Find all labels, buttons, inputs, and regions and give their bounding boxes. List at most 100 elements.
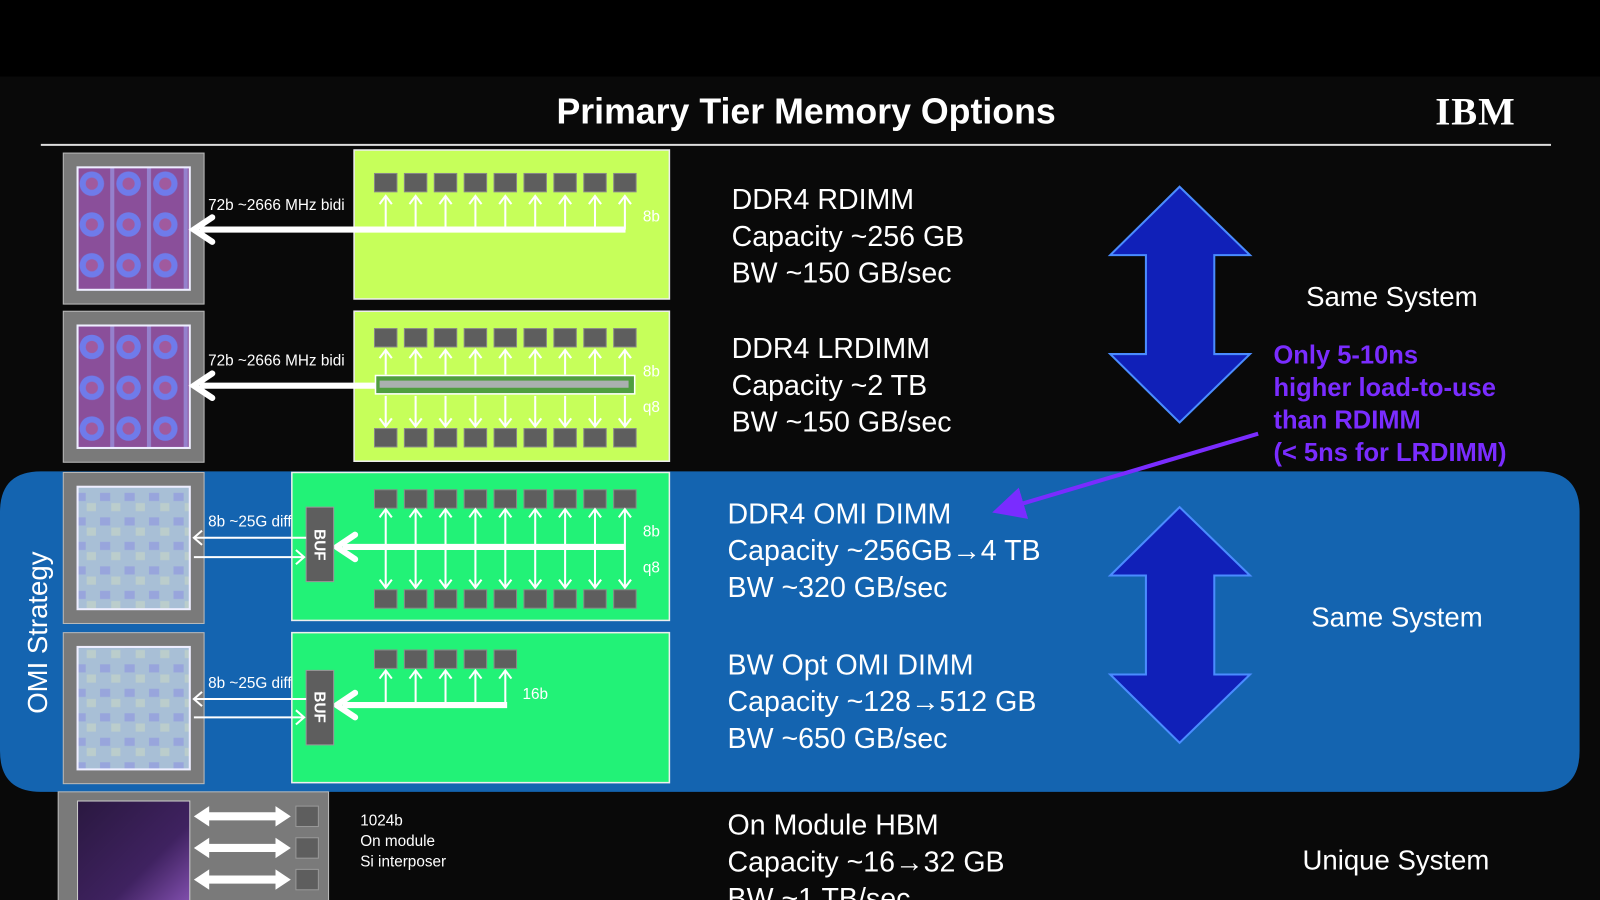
processor-die — [76, 166, 191, 291]
omi-dimm-capacity: Capacity ~256GB→4 TB — [728, 535, 1041, 567]
arrowhead-icon — [558, 417, 573, 429]
arrowhead-icon — [438, 507, 453, 518]
lrdimm-name: DDR4 LRDIMM — [732, 333, 930, 365]
arrowhead-icon — [558, 194, 573, 205]
dram-chip — [493, 649, 518, 669]
bus-arrow-icon — [331, 531, 359, 563]
dram-chip — [403, 489, 428, 509]
dram-chip — [493, 428, 518, 448]
note-line: than RDIMM — [1273, 407, 1420, 435]
dram-chip — [373, 489, 398, 509]
arrowhead-icon — [438, 194, 453, 205]
arrowhead-icon — [468, 194, 483, 205]
dram-chip — [403, 649, 428, 669]
arrowhead-icon — [588, 348, 602, 359]
dram-chip — [403, 328, 428, 348]
arrowhead-icon — [558, 507, 573, 518]
omi-dimm-name: DDR4 OMI DIMM — [728, 498, 952, 530]
buf-label: BUF — [310, 529, 327, 560]
processor-die — [76, 645, 191, 771]
dram-chip — [463, 649, 488, 669]
arrowhead-icon — [498, 668, 513, 680]
lrdimm-buffer-core — [379, 380, 629, 388]
arrowhead-icon — [528, 417, 543, 429]
rdimm-link-label: 72b ~2666 MHz bidi — [208, 197, 345, 214]
dram-chip — [433, 172, 458, 193]
dram-chip — [493, 328, 518, 348]
hbm-link-line: Si interposer — [360, 853, 446, 870]
arrowhead-icon — [528, 578, 543, 590]
arrowhead-icon — [588, 578, 602, 590]
dram-chip — [493, 589, 518, 609]
dram-chip — [463, 589, 488, 609]
dram-chip — [463, 328, 488, 348]
latency-note: Only 5-10ns higher load-to-use than RDIM… — [1273, 341, 1506, 467]
arrowhead-icon — [192, 529, 203, 546]
buf-label: BUF — [310, 691, 327, 722]
bidirectional-arrow-icon — [193, 837, 291, 859]
dram-chip — [463, 489, 488, 509]
hbm-stack — [295, 805, 319, 828]
arrowhead-icon — [498, 348, 513, 359]
dram-chip — [583, 428, 607, 448]
arrowhead-icon — [617, 507, 632, 518]
group-label-same-system-1: Same System — [1306, 281, 1477, 312]
dram-chip — [373, 172, 398, 193]
bwopt-link-label: 8b ~25G diff — [208, 675, 292, 692]
dram-chip — [553, 428, 577, 448]
omi-width-2: q8 — [643, 559, 660, 576]
dram-chip — [613, 328, 637, 348]
rdimm-name: DDR4 RDIMM — [732, 184, 914, 216]
arrowhead-icon — [468, 417, 483, 429]
dram-chip — [373, 328, 398, 348]
rdimm-bw: BW ~150 GB/sec — [732, 258, 952, 290]
dram-chip — [433, 428, 458, 448]
dimm-board — [353, 149, 671, 300]
arrowhead-icon — [378, 194, 393, 205]
note-line: higher load-to-use — [1273, 374, 1495, 402]
arrowhead-icon — [468, 348, 483, 359]
bidirectional-arrow-icon — [193, 806, 291, 827]
buffer-chip — [305, 506, 335, 583]
dram-chip — [493, 489, 518, 509]
arrowhead-icon — [498, 417, 513, 429]
bwopt-width: 16b — [522, 686, 548, 703]
arrowhead-icon — [438, 668, 453, 680]
arrowhead-icon — [498, 507, 513, 518]
arrowhead-icon — [468, 507, 483, 518]
hbm-link-line: On module — [360, 833, 435, 850]
dram-chip — [523, 489, 547, 509]
arrowhead-icon — [528, 194, 543, 205]
arrowhead-icon — [498, 578, 513, 590]
arrowhead-icon — [617, 194, 632, 205]
group-label-same-system-2: Same System — [1311, 602, 1482, 633]
hbm-capacity: Capacity ~16→32 GB — [728, 846, 1005, 878]
hbm-name: On Module HBM — [728, 810, 939, 842]
arrowhead-icon — [588, 194, 602, 205]
hbm-bw: BW ~1 TB/sec — [728, 883, 911, 900]
arrowhead-icon — [468, 578, 483, 590]
double-arrow-icon — [1107, 505, 1253, 745]
arrowhead-icon — [408, 417, 423, 429]
hbm-stack — [295, 868, 319, 891]
dram-chip — [403, 172, 428, 193]
buffer-chip — [305, 669, 335, 746]
arrowhead-icon — [558, 578, 573, 590]
arrowhead-icon — [588, 507, 602, 518]
omi-width: 8b — [643, 524, 660, 541]
dram-chip — [613, 428, 637, 448]
arrowhead-icon — [378, 417, 393, 429]
dram-chip — [613, 172, 637, 193]
arrowhead-icon — [408, 348, 423, 359]
arrowhead-icon — [558, 348, 573, 359]
dram-chip — [493, 172, 518, 193]
arrowhead-icon — [438, 348, 453, 359]
group-label-unique-system: Unique System — [1303, 844, 1490, 875]
bwopt-name: BW Opt OMI DIMM — [728, 649, 974, 681]
dram-chip — [613, 589, 637, 609]
arrowhead-icon — [617, 578, 632, 590]
dram-chip — [433, 589, 458, 609]
dram-chip — [403, 428, 428, 448]
bus-arrow-icon — [188, 370, 216, 402]
